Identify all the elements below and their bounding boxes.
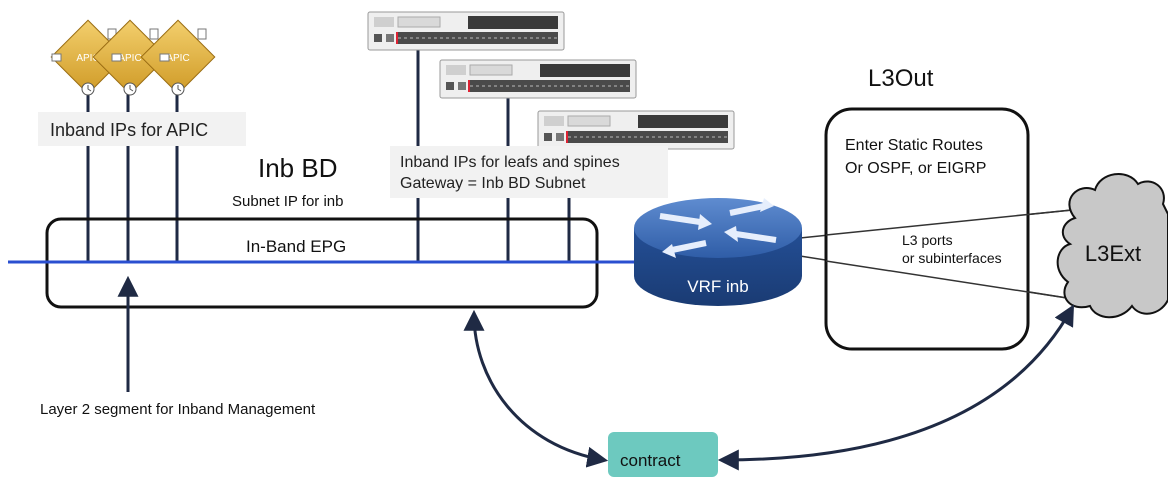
bd-title: Inb BD — [258, 153, 338, 183]
l3ext-label: L3Ext — [1085, 241, 1141, 266]
lock-icon — [111, 53, 122, 62]
apic-node[interactable]: APIC — [50, 19, 126, 96]
contract-label: contract — [620, 451, 681, 470]
switch-stack — [367, 11, 735, 150]
doc-icon — [149, 28, 159, 40]
lock-icon — [51, 53, 62, 62]
epg-contract-arrow — [463, 309, 609, 468]
l3ext-contract-arrow — [717, 304, 1075, 471]
router-label: VRF inb — [687, 277, 748, 296]
bd-subnet-label: Subnet IP for inb — [232, 193, 343, 210]
epg-label: In-Band EPG — [246, 237, 346, 256]
l3out-title: L3Out — [868, 65, 934, 92]
cloud-icon[interactable]: L3Ext — [1056, 172, 1168, 319]
svg-text:Gateway = Inb BD Subnet: Gateway = Inb BD Subnet — [400, 175, 586, 192]
svg-text:APIC: APIC — [76, 53, 99, 64]
switch-icon[interactable] — [537, 110, 735, 150]
svg-text:APIC: APIC — [118, 53, 141, 64]
apic-node[interactable]: APIC — [92, 19, 168, 96]
svg-text:Inband IPs for leafs and spine: Inband IPs for leafs and spines — [400, 154, 620, 171]
lock-icon — [159, 53, 170, 62]
l3out-line2: Or OSPF, or EIGRP — [845, 160, 986, 177]
contract-box[interactable] — [608, 432, 718, 477]
l3-ports-line1: L3 ports — [902, 232, 953, 248]
apic-cluster: APIC APIC APIC — [50, 19, 216, 96]
svg-text:APIC: APIC — [166, 53, 189, 64]
l3-links-overlay — [825, 209, 1081, 301]
l3out-line1: Enter Static Routes — [845, 137, 983, 154]
l3-ports-line2: or subinterfaces — [902, 250, 1002, 266]
switch-icon[interactable] — [439, 59, 637, 99]
svg-text:Inband IPs for APIC: Inband IPs for APIC — [50, 120, 208, 140]
switch-ips-label: Inband IPs for leafs and spines Gateway … — [390, 146, 668, 198]
apic-node[interactable]: APIC — [140, 19, 216, 96]
layer2-label: Layer 2 segment for Inband Management — [40, 401, 316, 418]
switch-icon[interactable] — [367, 11, 565, 51]
router-icon[interactable]: VRF inb — [634, 198, 802, 306]
apic-ips-label: Inband IPs for APIC — [38, 112, 246, 146]
doc-icon — [197, 28, 207, 40]
